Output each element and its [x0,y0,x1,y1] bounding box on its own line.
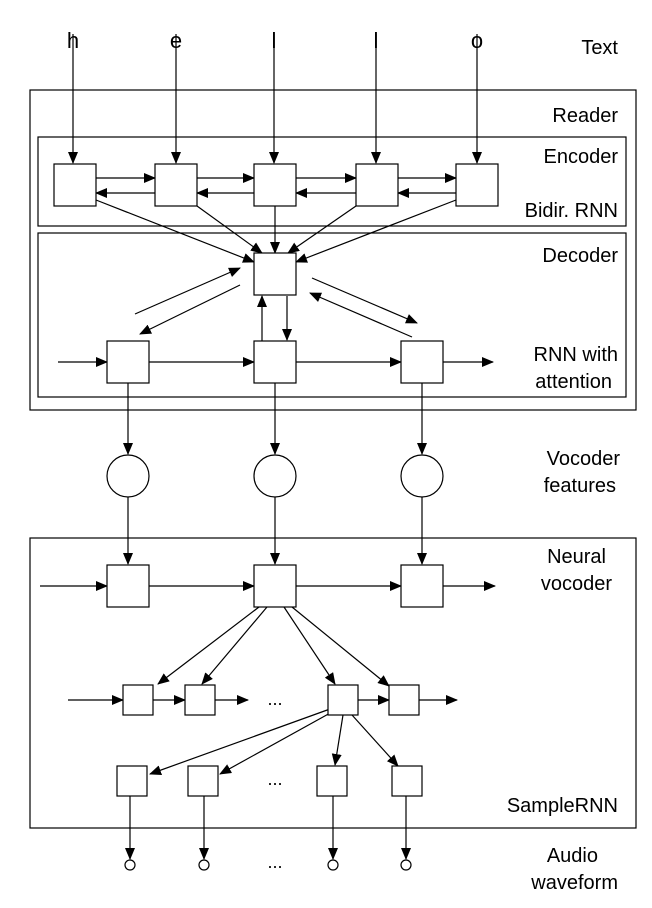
label-attention: attention [535,371,612,393]
decoder-frame [37,232,627,398]
arrow-connector [157,606,260,685]
vocoder-top-tier-nodes [106,564,444,608]
diagram-edges [40,34,496,860]
vocoder-mid-tier-nodes [122,684,420,716]
vocoder-sample-node [116,765,148,797]
audio-sample-node [327,859,339,871]
decoder-nodes [106,340,444,384]
arrow-connector [351,714,399,767]
label-encoder: Encoder [544,146,619,168]
vocoder-sample-tier-nodes [116,765,423,797]
arrow-connector [134,267,241,315]
vocoder-sample-node [391,765,423,797]
encoder-node [355,163,399,207]
arrow-connector [283,606,336,685]
label-bidir-rnn: Bidir. RNN [525,200,618,222]
arrow-connector [149,708,331,775]
encoder-node [253,163,297,207]
arrow-connector [95,199,255,263]
arrow-connector [309,292,413,338]
vocoder-node [253,564,297,608]
reader-frame [29,89,637,411]
vocoder-feature-nodes [106,454,444,498]
decoder-node [106,340,150,384]
vocoder-node [400,564,444,608]
ellipsis-mid-tier: ... [267,689,282,709]
label-rnn-with: RNN with [534,344,618,366]
vocoder-mid-node [388,684,420,716]
encoder-node [455,163,499,207]
label-vocoder-2: vocoder [541,573,612,595]
vocoder-sample-node [316,765,348,797]
audio-sample-node [400,859,412,871]
arrow-connector [219,711,333,775]
arrow-connector [201,606,268,685]
arrow-connector [287,205,357,254]
decoder-node [400,340,444,384]
vocoder-sample-node [187,765,219,797]
vocoder-mid-node [184,684,216,716]
arrow-connector [139,284,241,335]
vocoder-feature-node [106,454,150,498]
attention-node [253,252,297,296]
vocoder-mid-node [122,684,154,716]
label-samplernn: SampleRNN [507,795,618,817]
arrow-connector [295,199,457,263]
label-features: features [544,475,616,497]
audio-sample-node [124,859,136,871]
arrow-connector [311,277,418,324]
label-reader: Reader [552,105,618,127]
encoder-nodes [53,163,499,207]
encoder-node [53,163,97,207]
label-decoder: Decoder [542,245,618,267]
label-neural: Neural [547,546,606,568]
ellipsis-waveform: ... [267,852,282,872]
label-waveform: waveform [530,872,618,894]
arrow-connector [196,205,263,254]
arrow-connector [331,714,344,766]
label-vocoder: Vocoder [547,448,621,470]
label-audio: Audio [547,845,598,867]
ellipsis-sample-tier: ... [267,769,282,789]
audio-waveform-nodes [124,859,412,871]
arrow-connector [291,606,390,687]
vocoder-mid-node [327,684,359,716]
decoder-node [253,340,297,384]
label-text: Text [581,37,618,59]
vocoder-feature-node [253,454,297,498]
vocoder-node [106,564,150,608]
vocoder-feature-node [400,454,444,498]
encoder-frame [37,136,627,227]
audio-sample-node [198,859,210,871]
encoder-node [154,163,198,207]
